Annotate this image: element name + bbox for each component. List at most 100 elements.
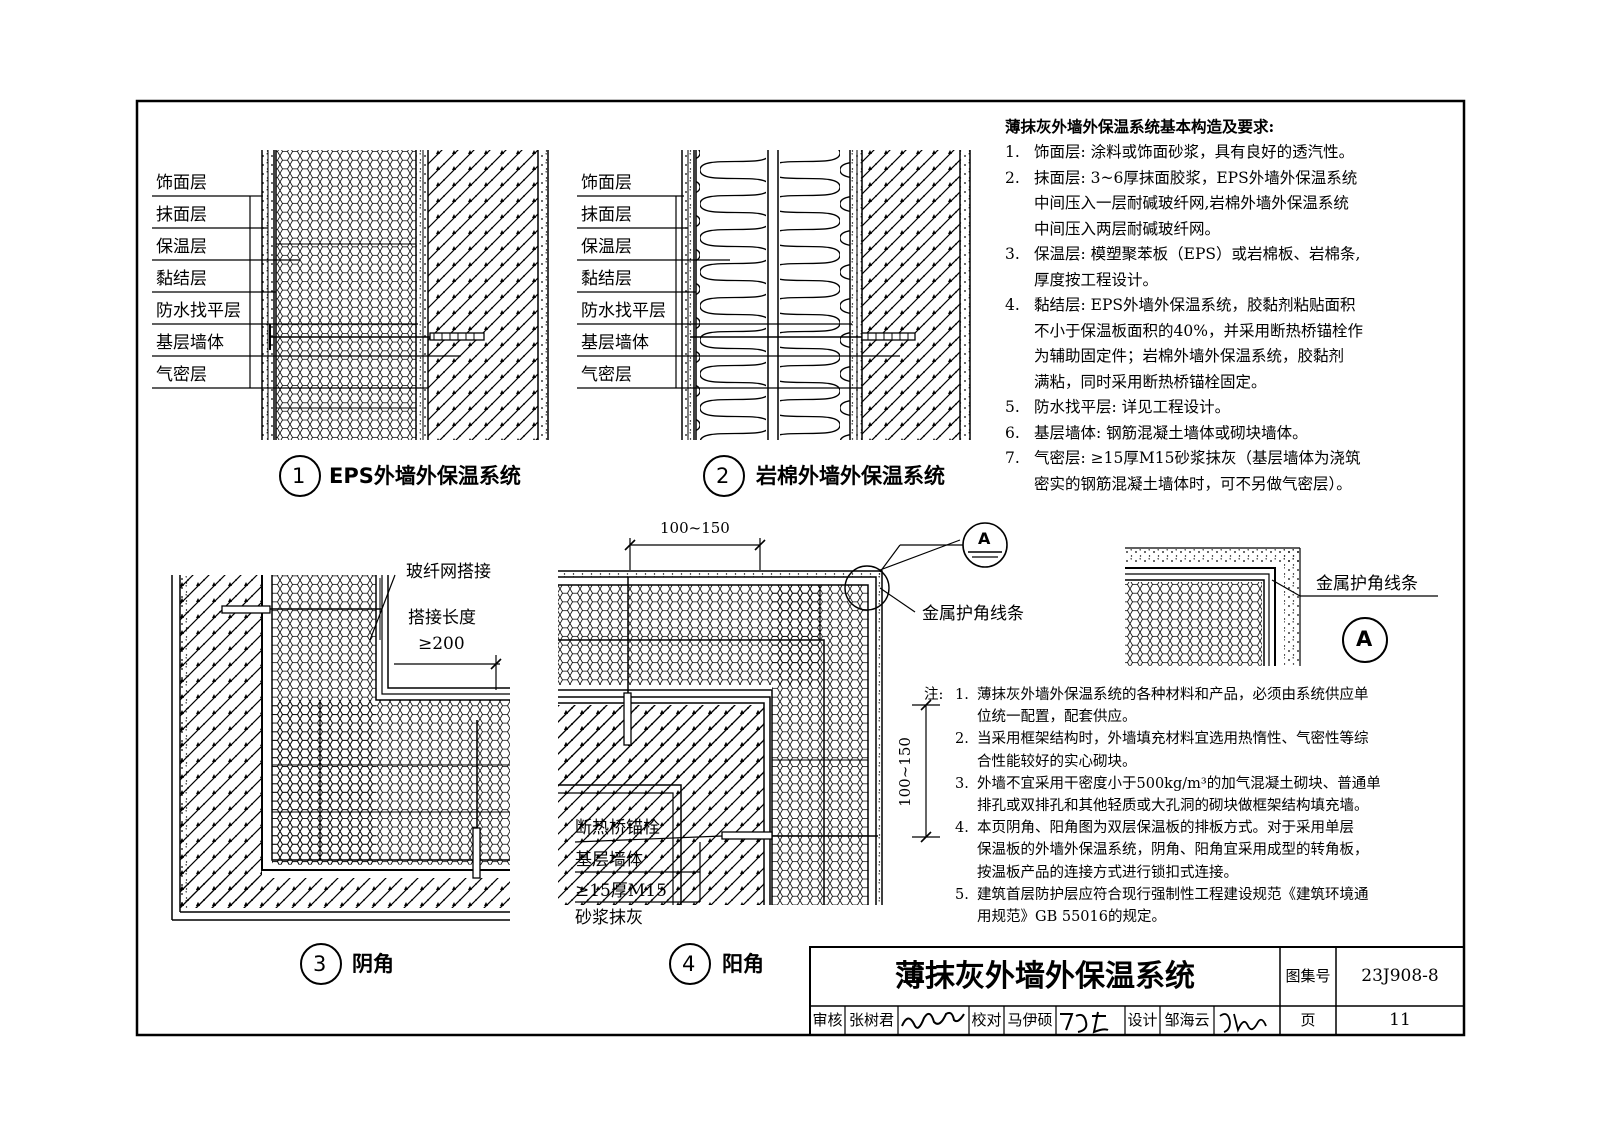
detail-1-label-adhesive: 黏结层 <box>156 269 207 289</box>
requirement-text: 基层墙体: 钢筋混凝土墙体或砌块墙体。 <box>1034 423 1308 442</box>
note-text: 保温板的外墙外保温系统，阴角、阳角宜采用成型的转角板， <box>977 842 1369 859</box>
detail-4-label-anchor: 断热桥锚栓 <box>575 818 660 838</box>
detail-3-label-overlap-length: 搭接长度 <box>408 608 476 628</box>
note-line: 5.建筑首层防护层应符合现行强制性工程建设规范《建筑环境通 <box>955 884 1381 906</box>
detail-2-drawing <box>577 150 971 440</box>
detail-4-label-mortar: ≥15厚M15 <box>575 881 667 901</box>
requirement-text: 为辅助固定件；岩棉外墙外保温系统，胶黏剂 <box>1034 347 1345 365</box>
note-text: 用规范》GB 55016的规定。 <box>977 909 1166 926</box>
detail-2-label-insulation: 保温层 <box>581 237 632 257</box>
requirement-line: 不小于保温板面积的40%，并采用断热桥锚栓作 <box>1005 319 1363 345</box>
requirement-text: 防水找平层: 详见工程设计。 <box>1034 398 1231 416</box>
note-line: 排孔或双排孔和其他轻质或大孔洞的砌块做框架结构填充墙。 <box>955 795 1381 817</box>
detail-1-drawing <box>152 150 549 440</box>
detail-4-dim-horizontal: 100~150 <box>660 519 730 537</box>
sheet-border <box>135 99 1466 1037</box>
detail-1-label-render: 抹面层 <box>156 205 207 225</box>
requirement-line: 密实的钢筋混凝土墙体时，可不另做气密层）。 <box>1005 472 1363 498</box>
detail-a-number-circle <box>1342 617 1388 663</box>
page-label: 页 <box>1300 1011 1316 1029</box>
design-label: 设计 <box>1127 1011 1158 1029</box>
detail-4-title: 阳角 <box>722 952 764 976</box>
note-text: 位统一配置，配套供应。 <box>977 709 1137 726</box>
drawing-title: 薄抹灰外墙外保温系统 <box>895 959 1195 994</box>
note-line: 位统一配置，配套供应。 <box>955 706 1381 728</box>
note-line: 2.当采用框架结构时，外墙填充材料宜选用热惰性、气密性等综 <box>955 728 1381 750</box>
notes-prefix: 注: <box>924 687 944 703</box>
detail-1-number: 1 <box>292 464 306 488</box>
designer-name: 邹海云 <box>1164 1011 1210 1029</box>
requirement-text: 厚度按工程设计。 <box>1034 270 1159 289</box>
requirement-text: 保温层: 模塑聚苯板（EPS）或岩棉板、岩棉条, <box>1034 245 1361 263</box>
detail-4-label-base-wall: 基层墙体 <box>575 850 643 870</box>
note-text: 按温板产品的连接方式进行锁扣式连接。 <box>977 864 1238 881</box>
check-label: 校对 <box>971 1011 1002 1029</box>
requirement-line: 4. 黏结层: EPS外墙外保温系统，胶黏剂粘贴面积 <box>1005 293 1363 319</box>
page-number: 11 <box>1389 1010 1411 1030</box>
requirement-number: 3. <box>1005 245 1020 263</box>
note-line: 按温板产品的连接方式进行锁扣式连接。 <box>955 862 1381 884</box>
detail-1-label-leveling: 防水找平层 <box>156 301 241 321</box>
detail-1-title: EPS外墙外保温系统 <box>329 464 521 488</box>
requirements-list: 1. 饰面层: 涂料或饰面砂浆，具有良好的透汽性。 2. 抹面层: 3~6厚抹面胶浆，… <box>1005 140 1363 497</box>
detail-3-label-mesh-overlap: 玻纤网搭接 <box>406 562 491 582</box>
requirement-number: 4. <box>1005 296 1020 314</box>
detail-2-label-base-wall: 基层墙体 <box>581 333 649 353</box>
detail-4-label-mortar-2: 砂浆抹灰 <box>575 908 643 928</box>
requirement-line: 2. 抹面层: 3~6厚抹面胶浆，EPS外墙外保温系统 <box>1005 166 1363 192</box>
detail-3-label-overlap-value: ≥200 <box>418 634 465 654</box>
requirement-number: 5. <box>1005 398 1020 416</box>
detail-2-label-leveling: 防水找平层 <box>581 301 666 321</box>
detail-1-label-insulation: 保温层 <box>156 237 207 257</box>
note-line: 1. 薄抹灰外墙外保温系统的各种材料和产品，必须由系统供应单 <box>955 684 1381 706</box>
detail-4-dim-vertical: 100~150 <box>895 737 914 807</box>
requirement-line: 1. 饰面层: 涂料或饰面砂浆，具有良好的透汽性。 <box>1005 140 1363 166</box>
requirement-text: 密实的钢筋混凝土墙体时，可不另做气密层）。 <box>1034 474 1352 493</box>
detail-3-drawing <box>171 574 510 921</box>
detail-2-label-render: 抹面层 <box>581 205 632 225</box>
detail-1-label-base-wall: 基层墙体 <box>156 333 224 353</box>
requirement-line: 中间压入一层耐碱玻纤网,岩棉外墙外保温系统 <box>1005 191 1363 217</box>
detail-4-number-circle <box>669 943 711 985</box>
note-line: 合性能较好的实心砌块。 <box>955 751 1381 773</box>
detail-1-label-airtight: 气密层 <box>156 365 207 385</box>
requirement-number: 2. <box>1005 168 1020 187</box>
title-block-lines <box>809 946 1465 1036</box>
detail-a-label-corner-strip: 金属护角线条 <box>1316 574 1418 594</box>
note-number: 4. <box>955 820 969 837</box>
detail-2-title: 岩棉外墙外保温系统 <box>756 464 945 488</box>
requirement-text: 黏结层: EPS外墙外保温系统，胶黏剂粘贴面积 <box>1034 296 1356 314</box>
requirement-text: 中间压入两层耐碱玻纤网。 <box>1034 219 1221 238</box>
requirement-text: 气密层: ≥15厚M15砂浆抹灰（基层墙体为浇筑 <box>1034 449 1361 467</box>
atlas-label: 图集号 <box>1285 967 1331 985</box>
requirement-line: 3. 保温层: 模塑聚苯板（EPS）或岩棉板、岩棉条, <box>1005 242 1363 268</box>
review-label: 审核 <box>812 1011 843 1029</box>
note-text: 外墙不宜采用干密度小于500kg/m³的加气混凝土砌块、普通单 <box>977 775 1381 792</box>
note-text: 建筑首层防护层应符合现行强制性工程建设规范《建筑环境通 <box>977 886 1369 903</box>
requirement-line: 为辅助固定件；岩棉外墙外保温系统，胶黏剂 <box>1005 344 1363 370</box>
requirement-line: 满粘，同时采用断热桥锚栓固定。 <box>1005 370 1363 396</box>
requirement-line: 6.基层墙体: 钢筋混凝土墙体或砌块墙体。 <box>1005 421 1363 447</box>
reviewer-name: 张树君 <box>848 1011 894 1029</box>
note-text: 本页阴角、阳角图为双层保温板的排板方式。对于采用单层 <box>977 820 1354 837</box>
detail-a-number: A <box>1356 627 1373 651</box>
requirement-line: 7.气密层: ≥15厚M15砂浆抹灰（基层墙体为浇筑 <box>1005 446 1363 472</box>
requirement-line: 5. 防水找平层: 详见工程设计。 <box>1005 395 1363 421</box>
detail-4-number: 4 <box>682 952 696 976</box>
note-number: 1. <box>955 687 969 703</box>
note-line: 保温板的外墙外保温系统，阴角、阳角宜采用成型的转角板， <box>955 839 1381 861</box>
detail-4-label-corner-strip: 金属护角线条 <box>922 604 1024 624</box>
note-number: 3. <box>955 775 969 792</box>
requirement-number: 1. <box>1005 143 1020 161</box>
note-line: 3. 外墙不宜采用干密度小于500kg/m³的加气混凝土砌块、普通单 <box>955 773 1381 795</box>
checker-signature <box>1060 1011 1109 1034</box>
notes-list: 1. 薄抹灰外墙外保温系统的各种材料和产品，必须由系统供应单位统一配置，配套供应。… <box>955 684 1381 928</box>
note-text: 薄抹灰外墙外保温系统的各种材料和产品，必须由系统供应单 <box>977 687 1369 703</box>
callout-a-symbol <box>879 522 1008 573</box>
requirement-text: 抹面层: 3~6厚抹面胶浆，EPS外墙外保温系统 <box>1034 168 1358 187</box>
note-text: 排孔或双排孔和其他轻质或大孔洞的砌块做框架结构填充墙。 <box>977 798 1369 815</box>
requirement-text: 饰面层: 涂料或饰面砂浆，具有良好的透汽性。 <box>1034 143 1355 161</box>
detail-2-label-airtight: 气密层 <box>581 365 632 385</box>
requirement-text: 满粘，同时采用断热桥锚栓固定。 <box>1034 372 1267 391</box>
